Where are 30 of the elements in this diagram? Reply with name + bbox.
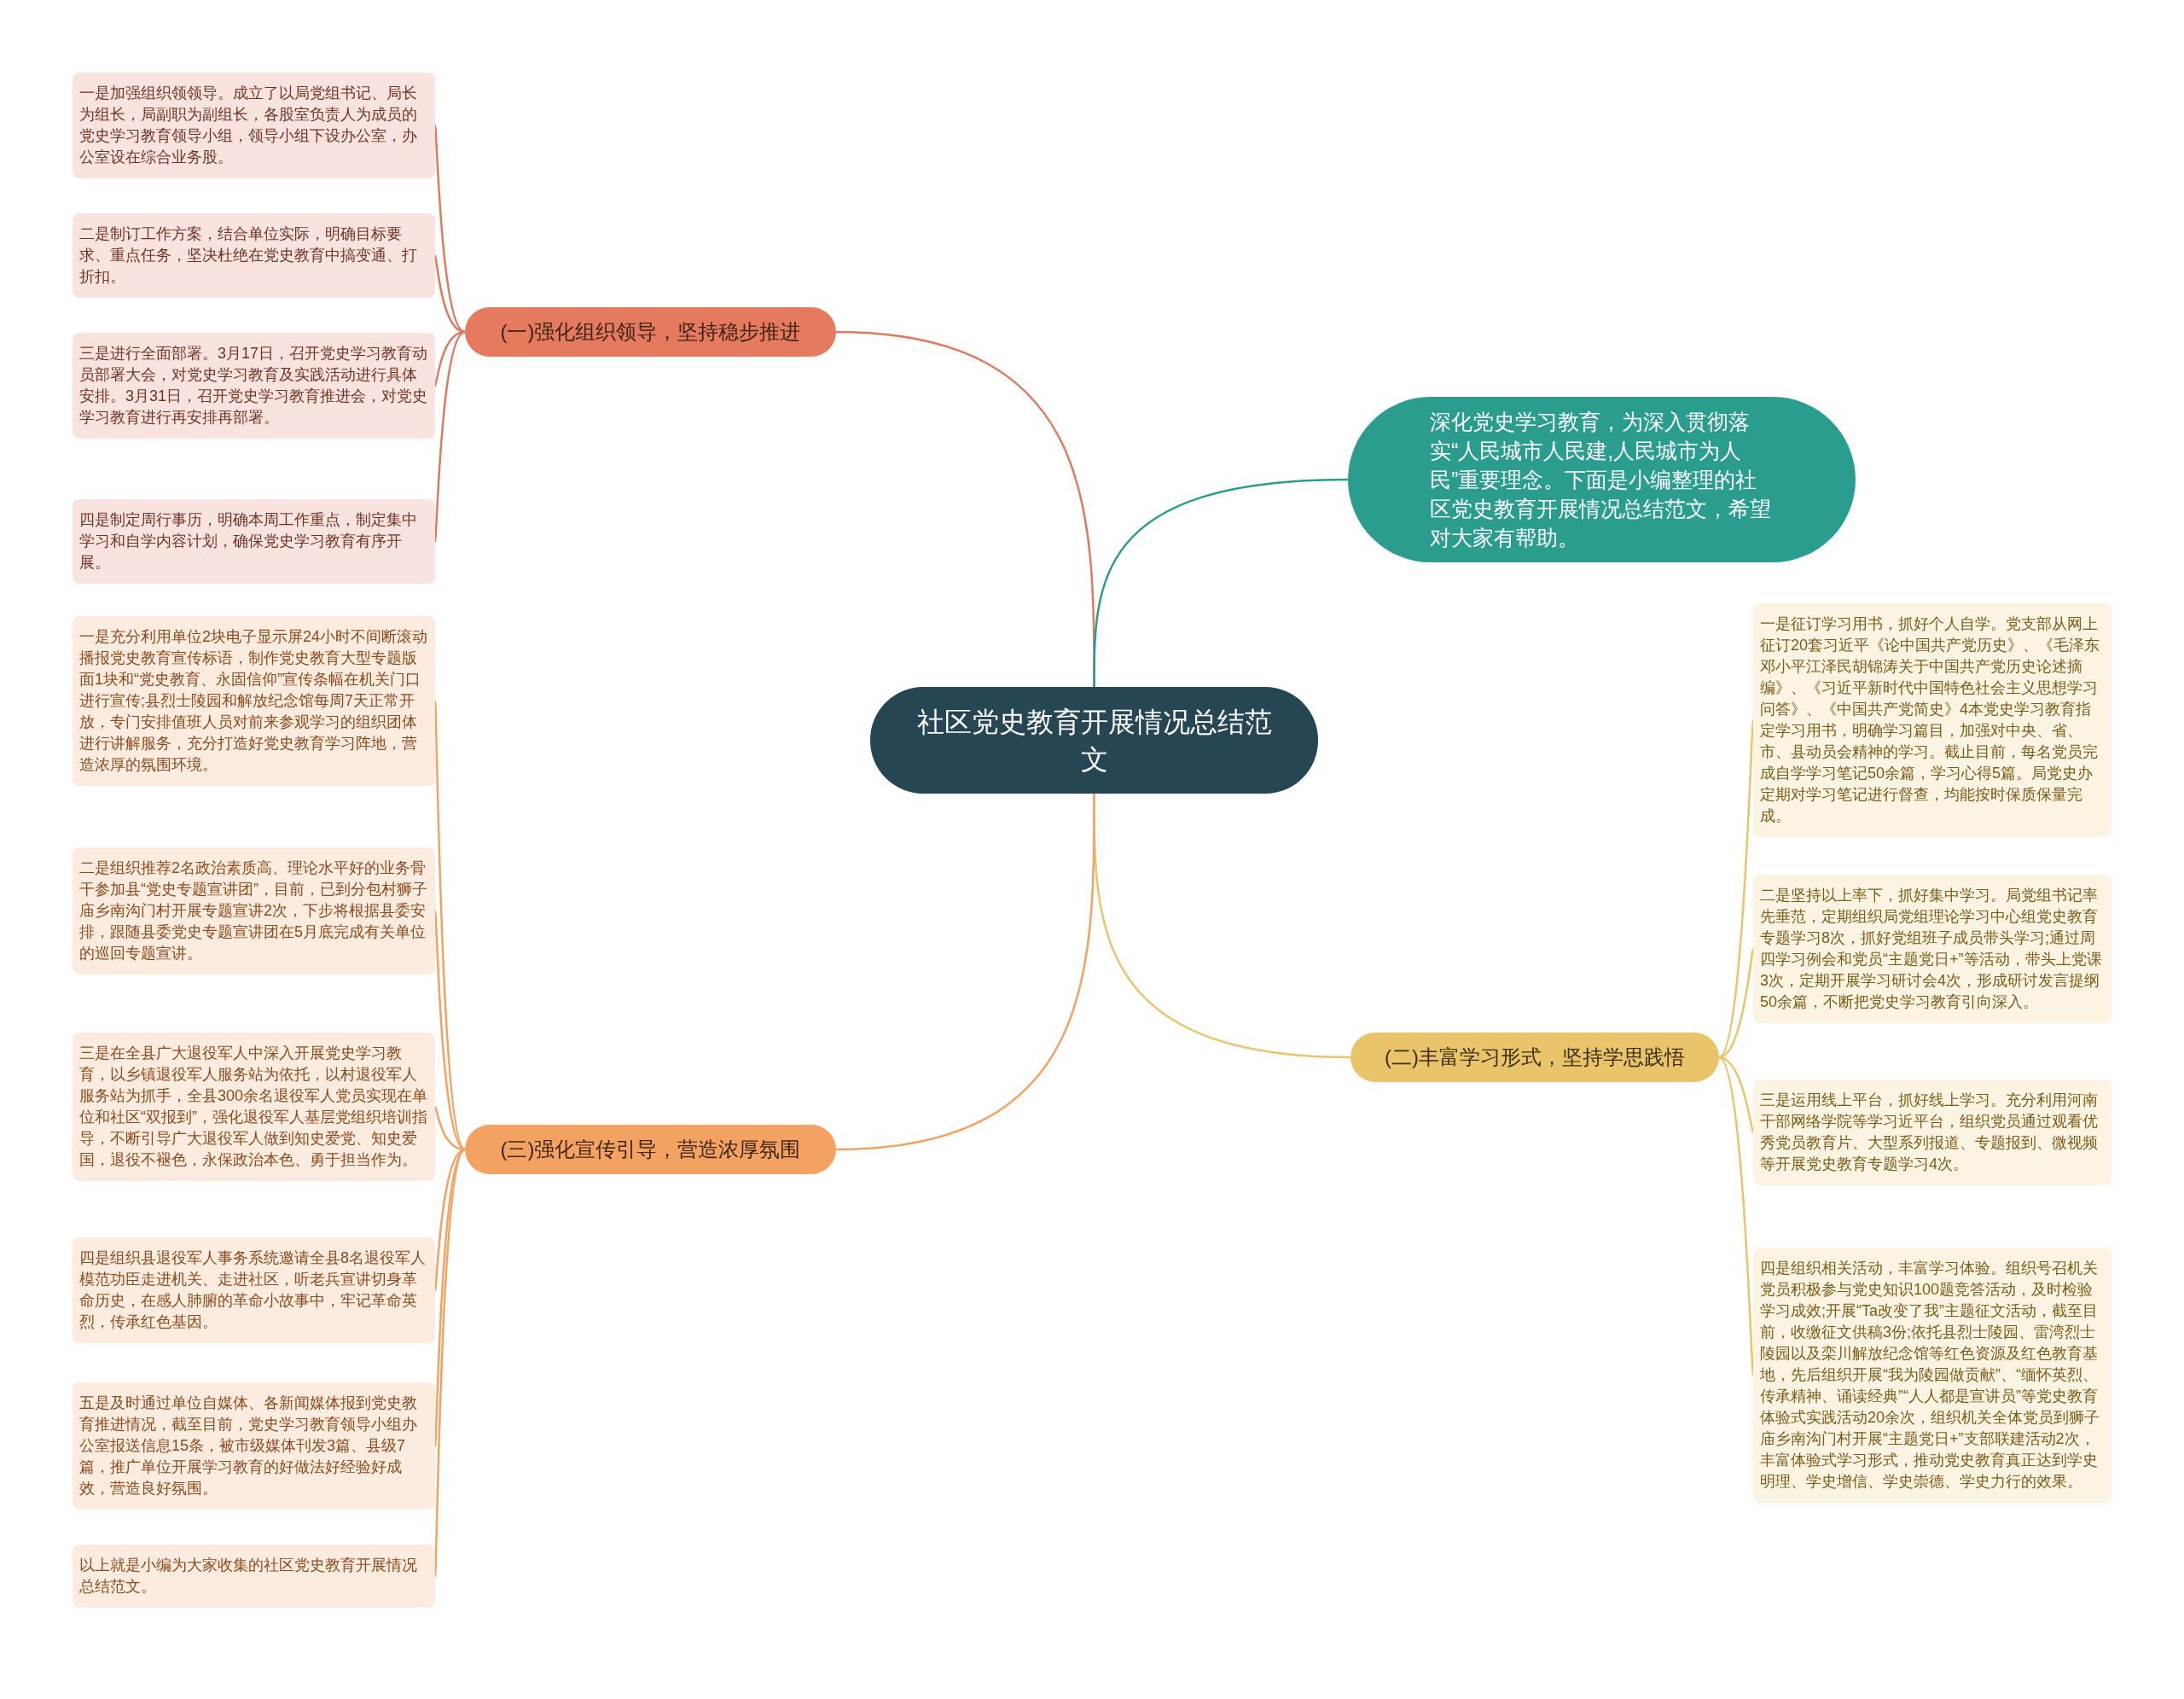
- leaf-note: 二是制订工作方案，结合单位实际，明确目标要求、重点任务，坚决杜绝在党史教育中搞变通、打折扣。: [73, 213, 435, 298]
- intro-bubble: 深化党史学习教育，为深入贯彻落实“人民城市人民建,人民城市为人民”重要理念。下面是小编整理的社区党史教育开展情况总结范文，希望对大家有帮助。: [1348, 397, 1856, 562]
- connector: [1718, 1056, 1755, 1133]
- central-topic: 社区党史教育开展情况总结范文: [870, 687, 1318, 794]
- connector: [433, 331, 466, 542]
- leaf-note: 四是制定周行事历，明确本周工作重点，制定集中学习和自学内容计划，确保党史学习教育有序开展。: [73, 499, 435, 584]
- leaf-note: 一是加强组织领领导。成立了以局党组书记、局长为组长，局副职为副组长，各股室负责人为成员的党史学习教育领导小组，领导小组下设办公室，办公室设在综合业务股。: [73, 73, 435, 178]
- leaf-note: 三是运用线上平台，抓好线上学习。充分利用河南干部网络学院等学习近平台，组织党员通过观看优秀党员教育片、大型系列报道、专题报到、微视频等开展党史教育专题学习4次。: [1753, 1079, 2111, 1185]
- connector: [1718, 948, 1755, 1059]
- leaf-note: 三是在全县广大退役军人中深入开展党史学习教育，以乡镇退役军人服务站为依托，以村退役军人服务站为抓手，全县300余名退役军人党员实现在单位和社区“双报到”，强化退役军人基层党组织培训指导，不断引导广大退役军人做到知史爱党、知史爱国，退役不褪色，永保政治本色、勇于担当作为。: [73, 1033, 435, 1181]
- connector: [1718, 1056, 1755, 1376]
- leaf-note: 以上就是小编为大家收集的社区党史教育开展情况总结范文。: [73, 1545, 435, 1608]
- connector: [433, 1149, 467, 1577]
- leaf-note: 五是及时通过单位自媒体、各新闻媒体报到党史教育推进情况，截至目前，党史学习教育领导小组办公室报送信息15条，被市级媒体刊发3篇、县级7篇，推广单位开展学习教育的好做法好经验好成效，营造良好氛围。: [73, 1382, 435, 1510]
- connector: [835, 794, 1095, 1151]
- connector: [1093, 478, 1349, 687]
- connector: [433, 125, 466, 333]
- branch-topic: (三)强化宣传引导，营造浓厚氛围: [465, 1125, 836, 1174]
- leaf-note: 四是组织相关活动，丰富学习体验。组织号召机关党员积极参与党史知识100题竞答活动，及时检验学习成效;开展“Ta改变了我”主题征文活动，截至目前，收缴征文供稿3份;依托县烈士陵园、雷湾烈士陵园以及栾川解放纪念馆等红色资源及红色教育基地，先后组织开展“我为陵园做贡献”、“缅怀英烈、传承精神、诵读经典”“人人都是宣讲员”等党史教育体验式实践活动20余次，组织机关全体党员到狮子庙乡南沟门村开展“主题党日+”支部联建活动2次，丰富体验式学习形式，推动党史教育真正达到学史明理、学史增信、学史崇德、学史力行的效果。: [1753, 1248, 2111, 1503]
- leaf-note: 二是组织推荐2名政治素质高、理论水平好的业务骨干参加县“党史专题宣讲团”，目前，已到分包村狮子庙乡南沟门村开展专题宣讲2次，下步将根据县委安排，跟随县委党史专题宣讲团在5月底完成有关单位的巡回专题宣讲。: [73, 847, 435, 975]
- leaf-note: 二是坚持以上率下，抓好集中学习。局党组书记率先垂范，定期组织局党组理论学习中心组党史教育专题学习8次，抓好党组班子成员带头学习;通过周四学习例会和党员“主题党日+”等活动，带头上党课3次，定期开展学习研讨会4次，形成研讨发言提纲50余篇，不断把党史学习教育引向深入。: [1753, 875, 2111, 1023]
- connector: [1718, 719, 1755, 1058]
- branch-topic: (二)丰富学习形式，坚持学思践悟: [1350, 1033, 1719, 1082]
- connector: [433, 911, 466, 1150]
- leaf-note: 三是进行全面部署。3月17日，召开党史学习教育动员部署大会，对党史学习教育及实践活动进行具体安排。3月31日，召开党史学习教育推进会，对党史学习教育进行再安排再部署。: [73, 333, 435, 439]
- leaf-note: 一是充分利用单位2块电子显示屏24小时不间断滚动播报党史教育宣传标语，制作党史教育大型专题版面1块和“党史教育、永固信仰”宣传条幅在机关门口进行宣传;县烈士陵园和解放纪念馆每周7天正常开放，专门安排值班人员对前来参观学习的组织团体进行讲解服务，充分打造好党史教育学习阵地，营造浓厚的氛围环境。: [73, 616, 435, 786]
- branch-topic: (一)强化组织领导，坚持稳步推进: [465, 307, 836, 357]
- leaf-note: 一是征订学习用书，抓好个人自学。党支部从网上征订20套习近平《论中国共产党历史》、《毛泽东邓小平江泽民胡锦涛关于中国共产党历史论述摘编》、《习近平新时代中国特色社会主义思想学习问答》、《中国共产党简史》4本党史学习教育指定学习用书，明确学习篇目，加强对中央、省、市、县动员会精神的学习。截止目前，每名党员完成自学学习笔记50余篇，学习心得5篇。局党史办定期对学习笔记进行督查，均能按时保质保量完成。: [1753, 603, 2111, 837]
- connector: [433, 255, 466, 334]
- leaf-note: 四是组织县退役军人事务系统邀请全县8名退役军人模范功臣走进机关、走进社区，听老兵宣讲切身革命历史，在感人肺腑的革命小故事中，牢记革命英烈，传承红色基因。: [73, 1237, 435, 1343]
